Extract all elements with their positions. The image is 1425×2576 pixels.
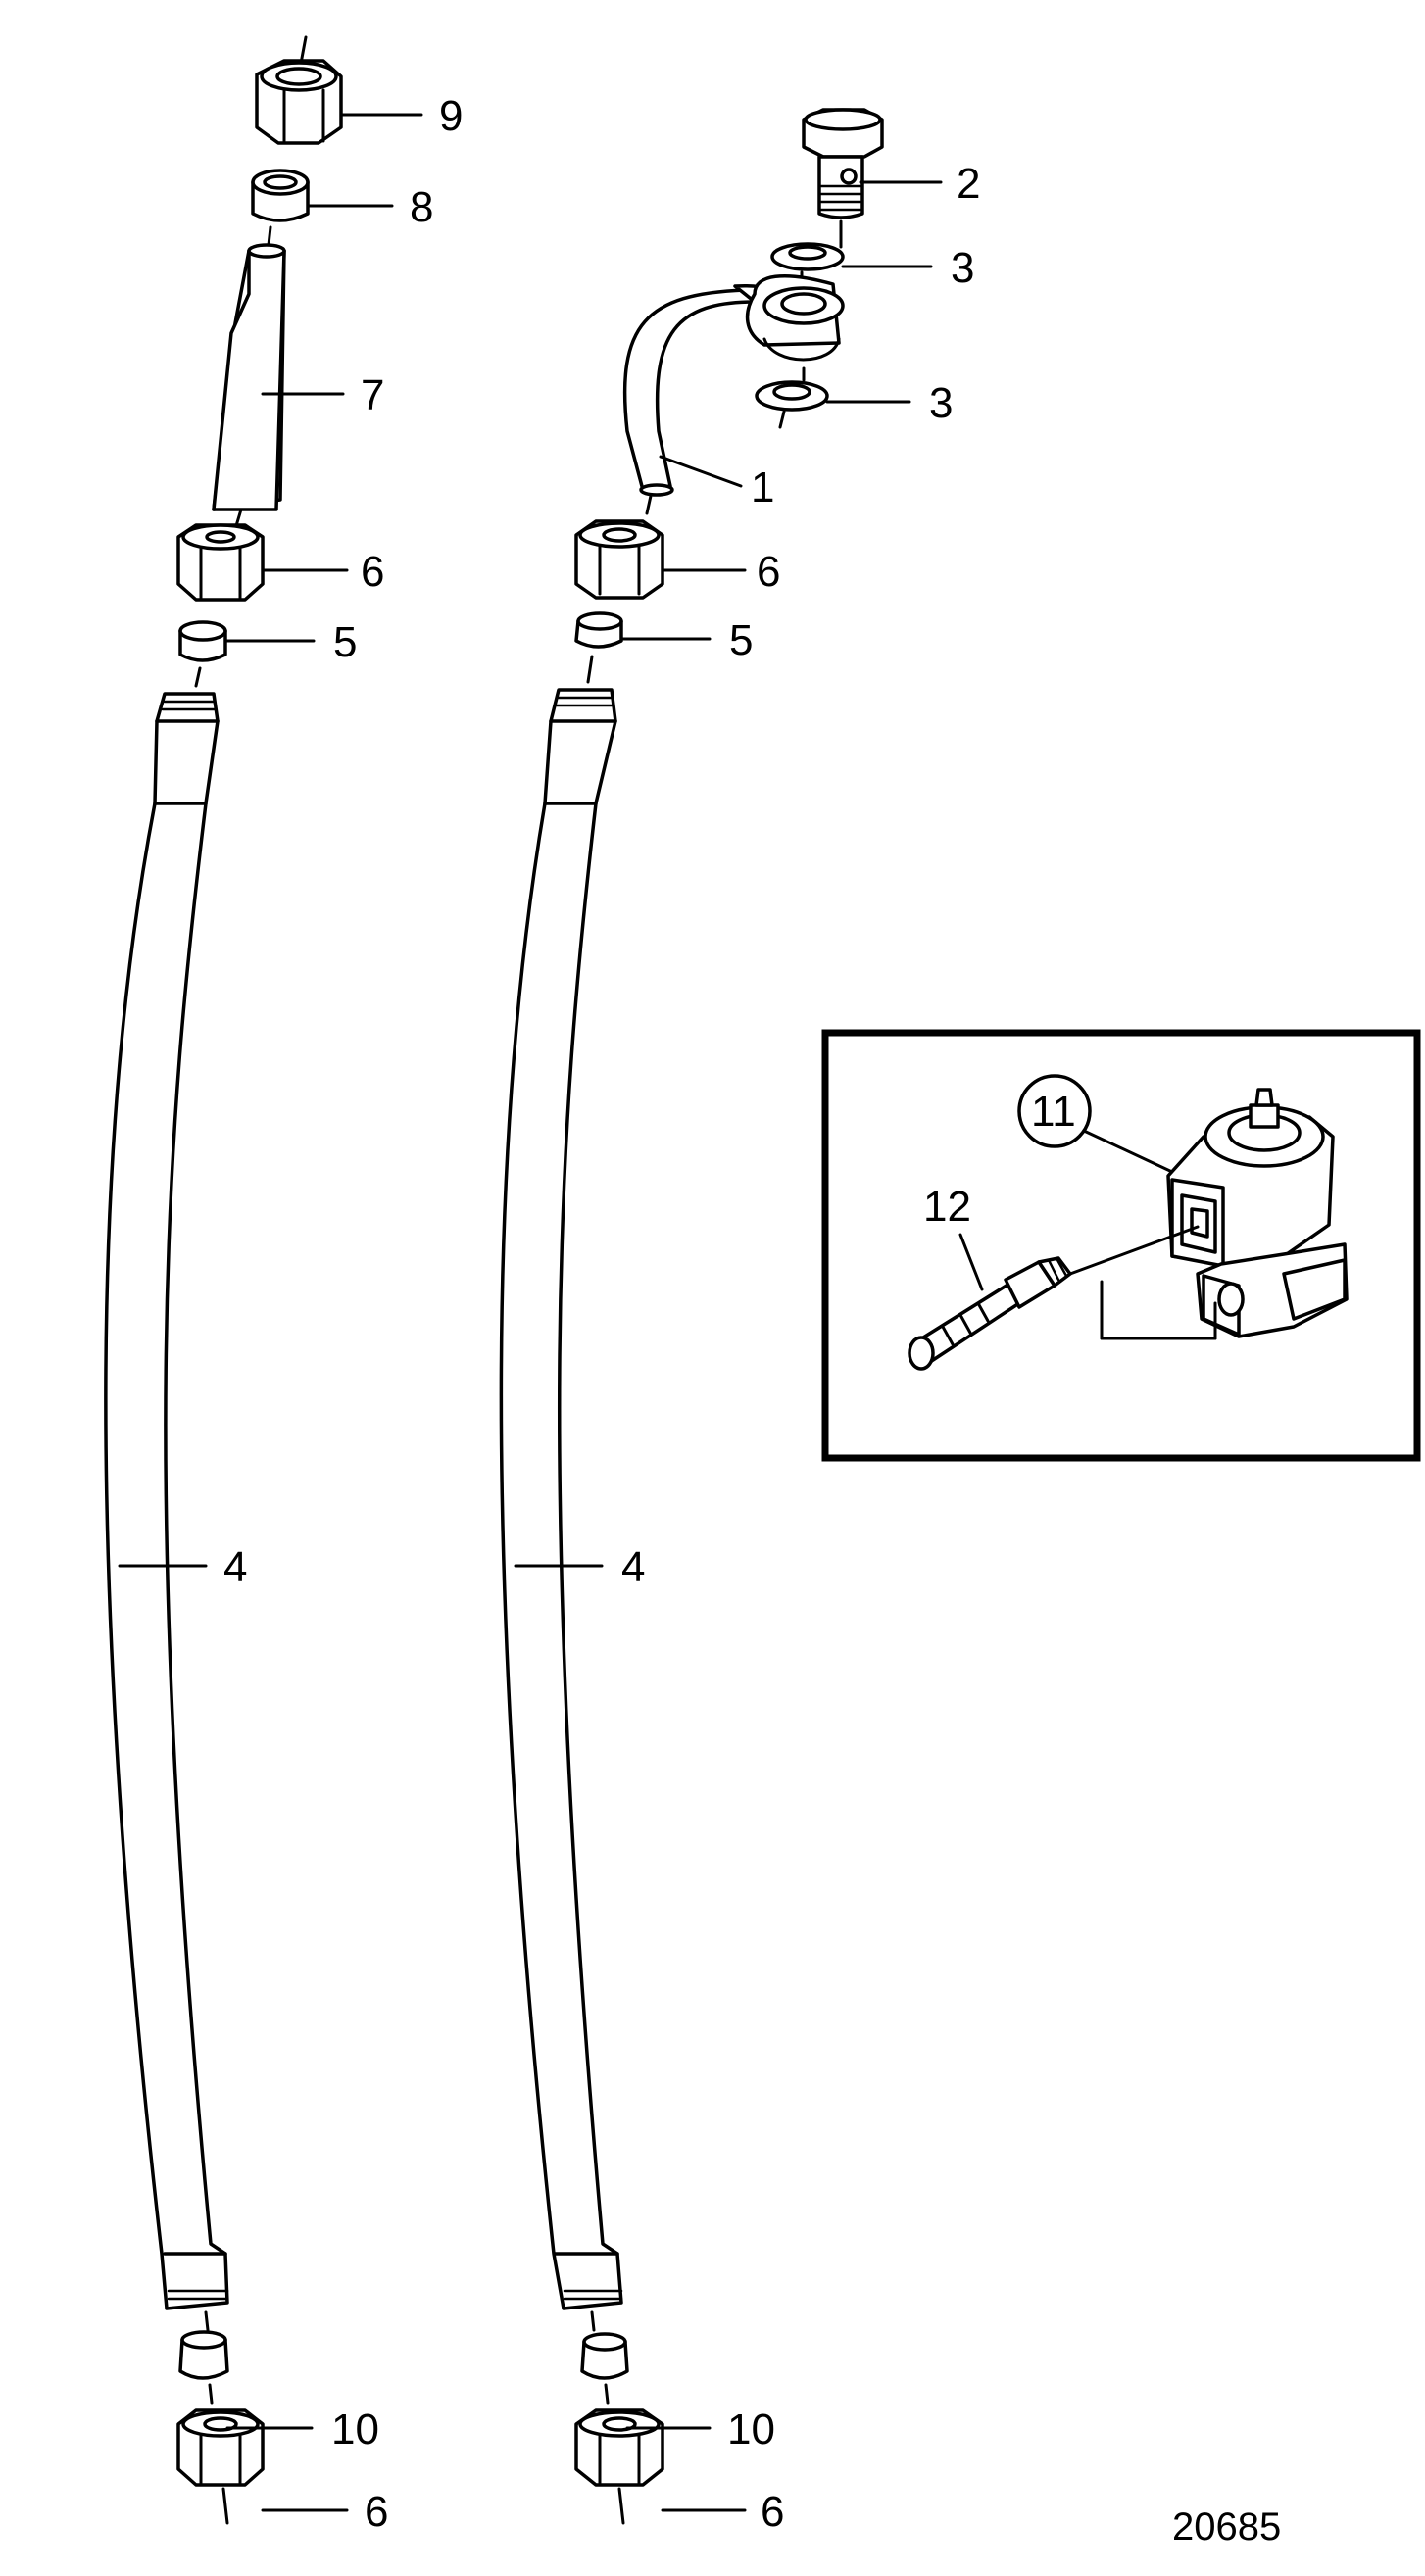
solenoid-valve <box>1166 1088 1349 1338</box>
callout-11: 11 <box>1031 1088 1076 1136</box>
callout-10-right: 10 <box>727 2406 775 2454</box>
figure-id: 20685 <box>1172 2505 1281 2549</box>
part-6-nut-right-bottom <box>574 2408 664 2487</box>
callout-3-upper: 3 <box>951 244 974 292</box>
callout-1: 1 <box>751 463 774 511</box>
inset-connection-lines <box>1068 1225 1217 1340</box>
part-5-olive-left <box>178 620 227 662</box>
callout-numbers: 9 8 7 6 5 2 3 3 1 6 5 4 4 10 10 6 6 <box>223 92 980 2536</box>
part-1-banjo-pipe <box>622 274 845 497</box>
part-6-nut-right-top <box>574 519 664 600</box>
part-3-washer-upper <box>770 242 845 271</box>
right-assembly <box>499 108 884 2525</box>
left-assembly <box>104 35 343 2525</box>
callout-5-left: 5 <box>333 618 357 666</box>
callout-7: 7 <box>361 371 384 419</box>
callout-6-right-bottom: 6 <box>761 2488 784 2536</box>
callout-6-right-top: 6 <box>757 548 780 596</box>
callout-2: 2 <box>957 160 980 208</box>
part-4-hose-left <box>104 692 229 2310</box>
part-4-hose-right <box>499 688 623 2310</box>
callout-10-left: 10 <box>331 2406 379 2454</box>
part-8-ring <box>251 169 310 222</box>
part-2-banjo-bolt <box>802 108 884 219</box>
inset-detail: 11 12 <box>821 1029 1421 1462</box>
callout-9: 9 <box>439 92 463 140</box>
callout-3-lower: 3 <box>929 379 953 427</box>
callout-6-left-bottom: 6 <box>365 2488 388 2536</box>
part-6-nut-left-top <box>176 523 265 602</box>
part-7-pipe <box>212 243 286 511</box>
callout-11-circle <box>1017 1074 1092 1148</box>
callout-12: 12 <box>923 1183 971 1231</box>
part-10-olive-right <box>580 2332 629 2380</box>
callout-4-left: 4 <box>223 1543 247 1591</box>
callout-6-left-top: 6 <box>361 548 384 596</box>
callout-5-right: 5 <box>729 616 753 664</box>
part-9-union-nut <box>255 35 343 145</box>
callout-8: 8 <box>410 183 433 231</box>
leader-lines <box>118 113 943 2512</box>
part-5-olive-right <box>574 611 623 649</box>
part-12-hose-nipple <box>908 1256 1072 1371</box>
part-3-washer-lower <box>755 380 829 412</box>
callout-4-right: 4 <box>621 1543 645 1591</box>
part-10-olive-left <box>178 2330 229 2380</box>
part-6-nut-left-bottom <box>176 2408 265 2487</box>
inset-frame <box>821 1029 1421 1462</box>
